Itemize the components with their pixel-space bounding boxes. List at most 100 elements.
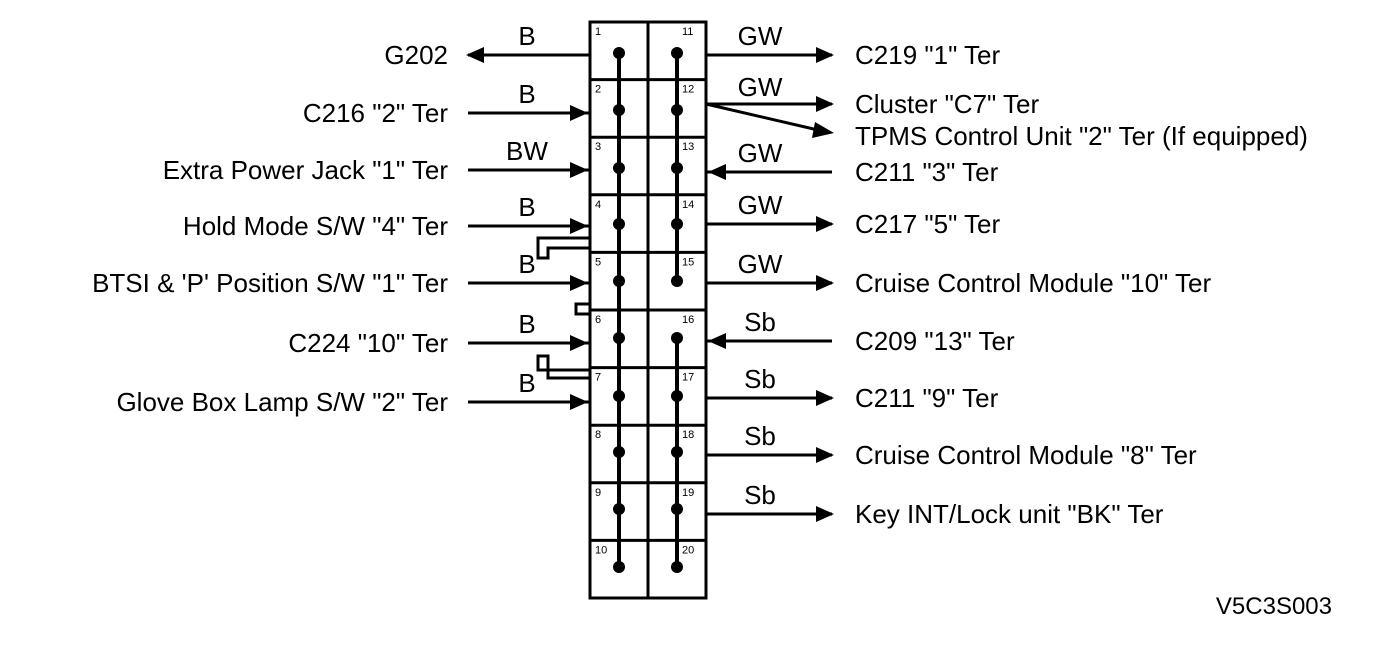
pin-number: 12 bbox=[682, 84, 694, 96]
circuit-label: C211 "3" Ter bbox=[855, 157, 999, 187]
pin-dot bbox=[613, 104, 625, 116]
pin-dot bbox=[671, 390, 683, 402]
pin-dot bbox=[671, 561, 683, 573]
wire-color: B bbox=[518, 192, 535, 222]
pin-dot bbox=[671, 332, 683, 344]
pin-dot bbox=[613, 218, 625, 230]
pin-number: 1 bbox=[595, 26, 601, 38]
wire-color: GW bbox=[738, 72, 783, 102]
pin-dot bbox=[671, 275, 683, 287]
arrow-head bbox=[570, 394, 588, 410]
left-circuit: B Glove Box Lamp S/W "2" Ter bbox=[116, 368, 590, 417]
pin-number: 7 bbox=[595, 372, 601, 384]
wire-color: B bbox=[518, 79, 535, 109]
arrow-head bbox=[570, 105, 588, 121]
pin-dot bbox=[671, 446, 683, 458]
pin-number: 6 bbox=[595, 314, 601, 326]
pin-number: 20 bbox=[682, 544, 694, 556]
pin-number: 18 bbox=[682, 429, 694, 441]
circuit-label: Glove Box Lamp S/W "2" Ter bbox=[116, 387, 448, 417]
arrow-head bbox=[570, 218, 588, 234]
circuit-label: G202 bbox=[384, 40, 448, 70]
pin-dot bbox=[613, 162, 625, 174]
circuit-label: Cruise Control Module "10" Ter bbox=[855, 268, 1211, 298]
pin-number: 14 bbox=[682, 199, 694, 211]
circuit-label: C224 "10" Ter bbox=[288, 328, 448, 358]
pin-dot bbox=[671, 47, 683, 59]
jumper-hook-4-5 bbox=[536, 236, 590, 260]
wire-color: B bbox=[518, 21, 535, 51]
circuit-label: C211 "9" Ter bbox=[855, 383, 999, 413]
arrow-head bbox=[812, 122, 834, 138]
right-circuit: GW Cruise Control Module "10" Ter bbox=[706, 249, 1211, 298]
circuit-label: Key INT/Lock unit "BK" Ter bbox=[855, 499, 1164, 529]
wire-color: GW bbox=[738, 21, 783, 51]
wire-color: Sb bbox=[744, 480, 776, 510]
pin-dot bbox=[613, 390, 625, 402]
wire-color: GW bbox=[738, 190, 783, 220]
wire-color: Sb bbox=[744, 421, 776, 451]
wire-branch bbox=[705, 102, 819, 132]
left-circuit: B C216 "2" Ter bbox=[303, 79, 590, 128]
arrow-head bbox=[816, 447, 834, 463]
pin-dot bbox=[613, 561, 625, 573]
arrow-head bbox=[816, 390, 834, 406]
pin-number: 9 bbox=[595, 487, 601, 499]
pin-dot bbox=[613, 332, 625, 344]
pin-number: 2 bbox=[595, 84, 601, 96]
circuit-label: TPMS Control Unit "2" Ter (If equipped) bbox=[855, 121, 1308, 151]
pin-dot bbox=[613, 503, 625, 515]
pin-number: 16 bbox=[682, 314, 694, 326]
wire-color: Sb bbox=[744, 307, 776, 337]
wire-color: B bbox=[518, 249, 535, 279]
arrow-head bbox=[570, 275, 588, 291]
arrow-head bbox=[816, 275, 834, 291]
pin-number: 5 bbox=[595, 256, 601, 268]
pin-dot bbox=[613, 47, 625, 59]
circuit-label: Cluster "C7" Ter bbox=[855, 89, 1039, 119]
pin-dot bbox=[671, 503, 683, 515]
arrow-head bbox=[816, 47, 834, 63]
pin-dot bbox=[671, 218, 683, 230]
circuit-label: Extra Power Jack "1" Ter bbox=[163, 155, 449, 185]
circuit-label: BTSI & 'P' Position S/W "1" Ter bbox=[92, 268, 448, 298]
wire-color: GW bbox=[738, 138, 783, 168]
pin-number: 4 bbox=[595, 199, 601, 211]
pin-number: 3 bbox=[595, 141, 601, 153]
circuit-label: Cruise Control Module "8" Ter bbox=[855, 440, 1197, 470]
circuit-label: C216 "2" Ter bbox=[303, 98, 449, 128]
arrow-head bbox=[708, 164, 726, 180]
right-circuit: GW C217 "5" Ter bbox=[706, 190, 1001, 239]
pin-number: 8 bbox=[595, 429, 601, 441]
arrow-head bbox=[570, 162, 588, 178]
pin-number: 13 bbox=[682, 141, 694, 153]
left-circuit: B BTSI & 'P' Position S/W "1" Ter bbox=[92, 249, 590, 298]
pin-number: 19 bbox=[682, 487, 694, 499]
circuit-label: C219 "1" Ter bbox=[855, 40, 1001, 70]
arrow-head bbox=[816, 506, 834, 522]
pin-number: 10 bbox=[595, 544, 607, 556]
jumper-hook-5-6 bbox=[574, 302, 590, 316]
arrow-head bbox=[708, 333, 726, 349]
wire-color: GW bbox=[738, 249, 783, 279]
pin-number: 15 bbox=[682, 256, 694, 268]
wire-color: B bbox=[518, 368, 535, 398]
jumper-hook-6-7 bbox=[536, 354, 590, 380]
arrow-head bbox=[816, 96, 834, 112]
arrow-head bbox=[466, 47, 484, 63]
left-circuit: B C224 "10" Ter bbox=[288, 309, 590, 358]
wire-color: Sb bbox=[744, 364, 776, 394]
arrow-head bbox=[570, 335, 588, 351]
wire-color: B bbox=[518, 309, 535, 339]
circuit-label: C217 "5" Ter bbox=[855, 209, 1001, 239]
pin-number: 17 bbox=[682, 372, 694, 384]
